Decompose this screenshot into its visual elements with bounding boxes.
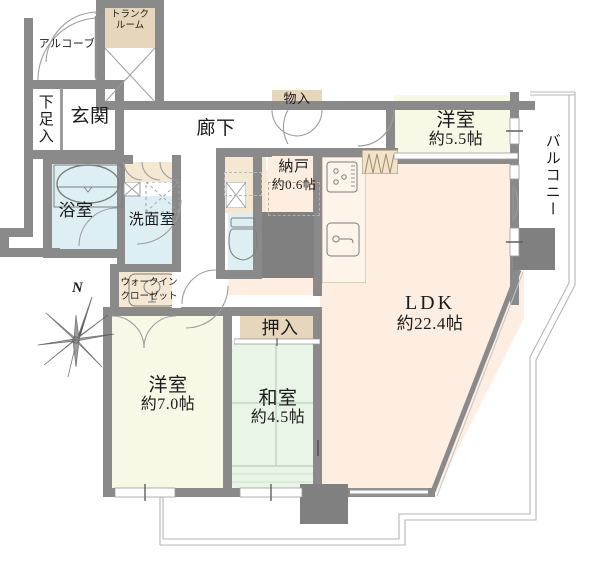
trunk-room-line2: ルーム [115,20,145,31]
youshitsu70-name: 洋室 [148,375,188,396]
closet-strip-washroom [124,162,180,182]
label-rouka: 廊下 [196,118,236,139]
label-youshitsu-55: 洋室 約5.5帖 [404,110,508,149]
nando-dashed-area [268,182,320,216]
room-fill-yokushitsu [52,163,124,256]
label-ldk: LDK 約22.4帖 [370,292,490,334]
sliding-door-youshitsu55 [394,152,518,160]
youshitsu55-area: 約5.5帖 [428,131,484,149]
label-washitsu-45: 和室 約4.5帖 [232,388,324,427]
nando-name: 納戸 [278,159,310,175]
room-fill-youshitsu-70 [112,313,224,496]
youshitsu70-area: 約7.0帖 [140,396,196,414]
washitsu-area: 約4.5帖 [250,409,306,427]
label-nando: 納戸 約0.6帖 [264,158,324,194]
nando-dashed-area-2 [224,172,262,196]
room-fill-oshiire [240,315,320,342]
label-monoire: 物入 [283,91,311,106]
washitsu-ldk-divider [317,440,319,456]
washroom-void-hatch [124,182,180,213]
label-getabako: 下足入 [36,93,53,145]
ldk-area: 約22.4帖 [396,314,464,334]
room-fill-senmenshitsu [124,196,180,270]
compass-north-label: N [72,280,83,296]
walkin-doorway [172,272,181,308]
walkin-line1: ウォークイン [120,278,178,288]
ldk-name: LDK [404,292,456,314]
shaft-x-trunk [105,48,155,102]
youshitsu55-name: 洋室 [436,110,476,131]
label-senmenshitsu: 洗面室 [128,212,176,228]
label-balcony: バルコニー [543,132,560,218]
toilet-fixture [228,217,258,261]
washitsu-name: 和室 [258,388,298,409]
compass-rose: N [30,280,122,390]
room-fill-nando [266,155,322,217]
room-fill-trunk [104,8,156,48]
label-walkin-closet: ウォークイン クローゼット [118,276,180,305]
label-oshiire: 押入 [261,318,299,338]
kitchen-closet-hatch [362,150,398,174]
label-trunk-room: トランク ルーム [104,10,156,31]
walkin-line2: クローゼット [120,292,178,303]
label-genkan: 玄関 [70,106,110,127]
bathtub-fixture [53,164,123,208]
nando-area: 約0.6帖 [271,176,317,192]
kitchen-fixtures [322,157,366,283]
label-yokushitsu: 浴室 [58,201,94,220]
room-fill-alcove [32,18,100,86]
room-fill-walkin [118,272,180,310]
label-youshitsu-70: 洋室 約7.0帖 [114,375,222,414]
label-alcove: アルコーブ [38,38,96,50]
oshiire-sliding-door [234,338,320,346]
trunk-room-line1: トランク [110,10,149,20]
